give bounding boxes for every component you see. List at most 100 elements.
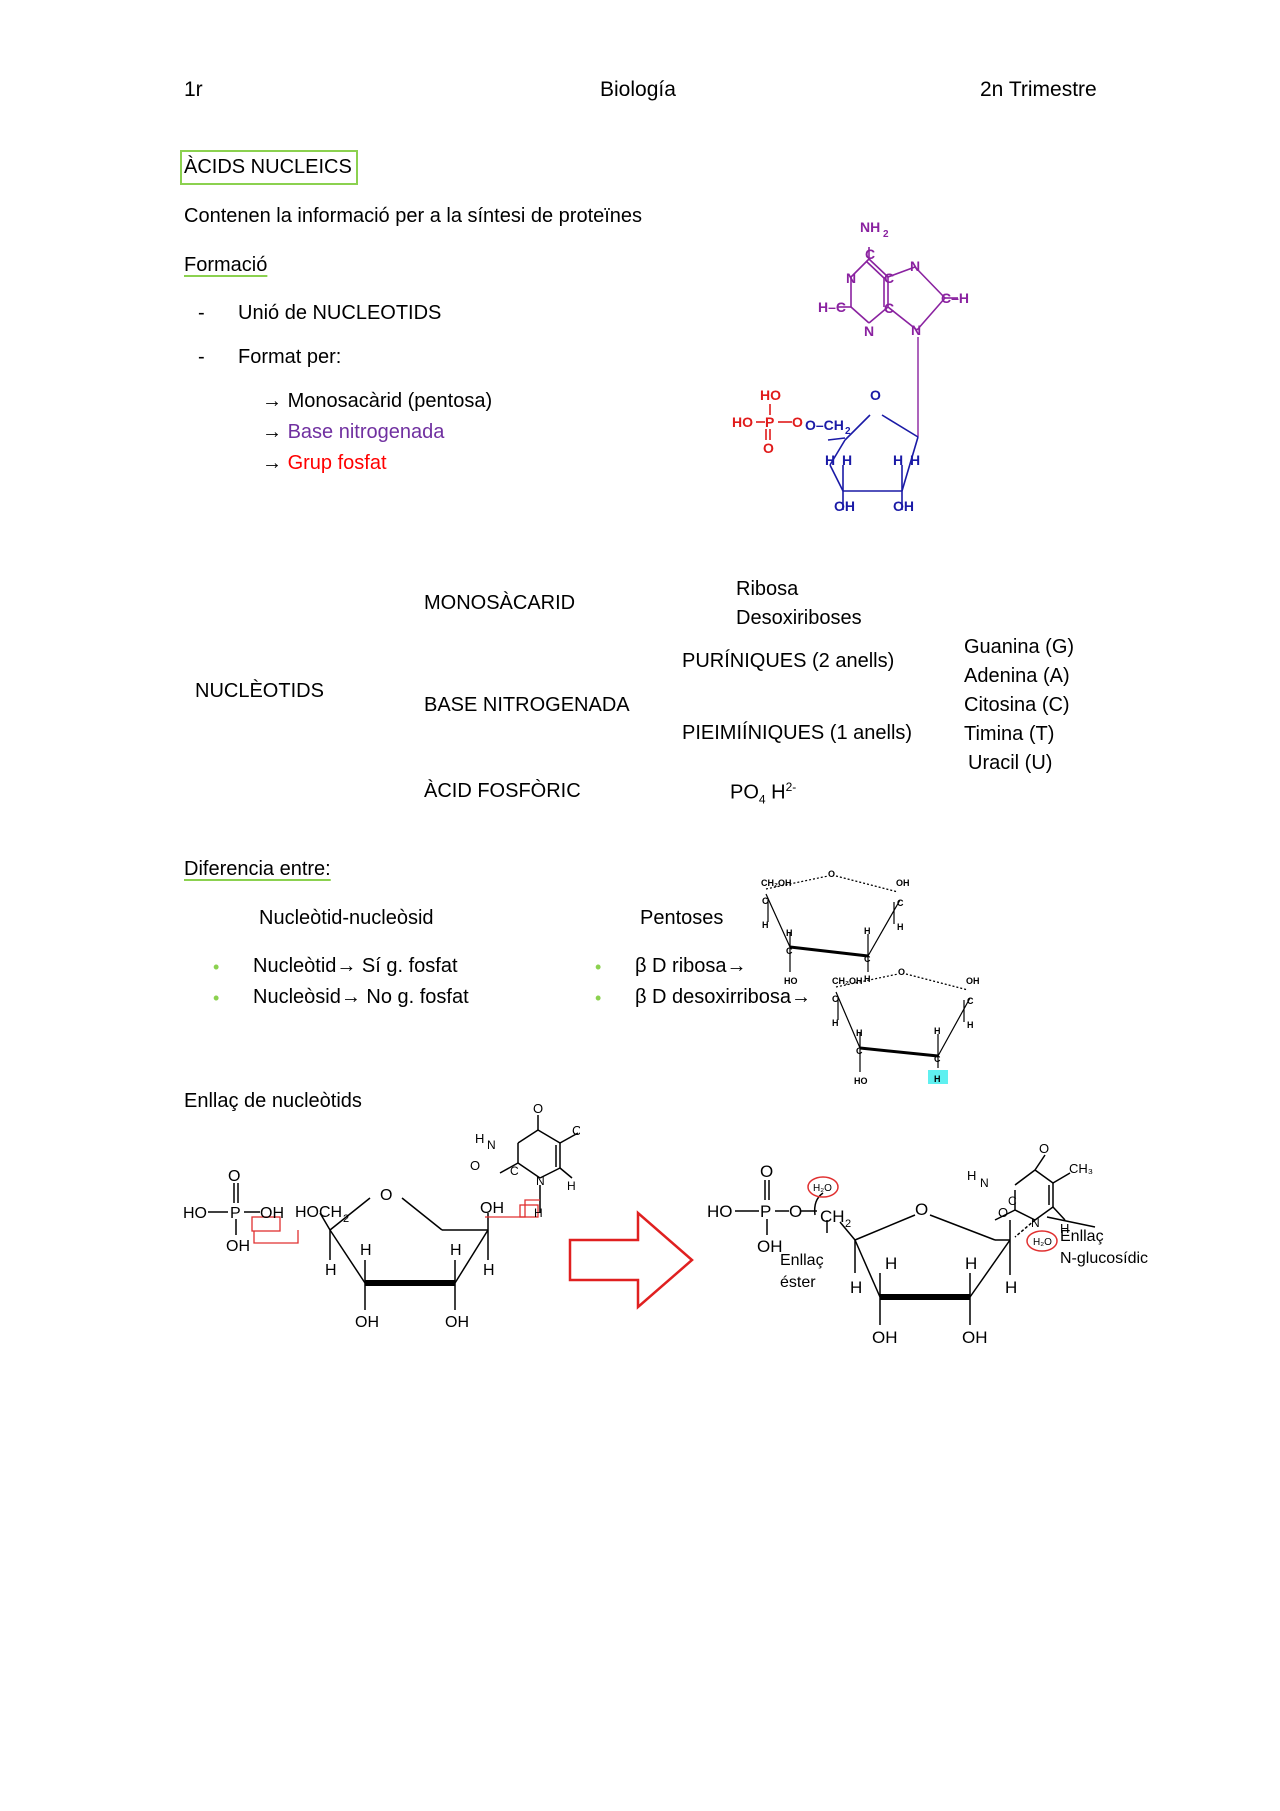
svg-text:N: N — [864, 323, 874, 339]
svg-text:N: N — [910, 258, 920, 274]
svg-text:H: H — [832, 1018, 839, 1028]
svg-text:H: H — [885, 1254, 897, 1273]
table-monosacarid: MONOSÀCARID — [424, 592, 576, 614]
svg-text:C: C — [884, 270, 894, 286]
svg-text:CH₂OH: CH₂OH — [761, 878, 792, 888]
svg-text:H: H — [864, 926, 871, 936]
svg-text:H: H — [534, 1206, 543, 1220]
enllac-ester-label: Enllaç éster — [780, 1252, 824, 1291]
svg-text:C: C — [510, 1164, 519, 1178]
svg-text:O: O — [789, 1202, 802, 1221]
bullet-marker: • — [595, 957, 602, 977]
base-guanina: Guanina (G) — [964, 636, 1075, 658]
svg-text:N: N — [911, 322, 921, 338]
table-base-nitrogenada: BASE NITROGENADA — [424, 694, 630, 716]
svg-text:H: H — [825, 452, 835, 468]
svg-text:2: 2 — [845, 1218, 851, 1230]
svg-text:H: H — [967, 1020, 974, 1030]
svg-text:C: C — [864, 954, 871, 964]
svg-text:N: N — [980, 1176, 989, 1190]
svg-text:C: C — [897, 898, 904, 908]
svg-text:C–H: C–H — [941, 290, 969, 306]
enllac-heading: Enllaç de nucleòtids — [184, 1090, 362, 1112]
svg-text:N: N — [846, 270, 856, 286]
svg-text:O: O — [998, 1205, 1008, 1220]
header-left: 1r — [184, 78, 203, 101]
svg-text:C: C — [856, 1046, 863, 1056]
base-uracil: Uracil (U) — [968, 752, 1053, 774]
svg-text:P: P — [760, 1202, 771, 1221]
svg-text:O–CH: O–CH — [805, 417, 844, 433]
svg-text:H: H — [934, 1074, 941, 1084]
svg-text:HO: HO — [732, 414, 753, 430]
bullet-marker: • — [213, 988, 220, 1008]
svg-text:H–C: H–C — [818, 299, 846, 315]
base-pirimidiniques: PIEIMIÍNIQUES (1 anells) — [682, 722, 913, 744]
dash-marker: - — [198, 302, 205, 324]
svg-text:C: C — [865, 246, 875, 262]
svg-text:OH: OH — [896, 878, 910, 888]
svg-text:2: 2 — [343, 1213, 349, 1225]
svg-text:O: O — [228, 1168, 240, 1185]
sub-item-base: → Base nitrogenada — [262, 421, 445, 443]
svg-text:H₂O: H₂O — [1033, 1237, 1052, 1248]
svg-text:C: C — [934, 1054, 941, 1064]
mono-option-ribosa: Ribosa — [736, 578, 799, 600]
header-right: 2n Trimestre — [980, 78, 1097, 101]
nucleotid-item: Nucleòtid→ Sí g. fosfat — [253, 955, 458, 977]
svg-text:O: O — [380, 1187, 392, 1204]
svg-text:HO: HO — [760, 387, 781, 403]
svg-text:H: H — [934, 1026, 941, 1036]
intro-text: Contenen la informació per a la síntesi … — [184, 205, 643, 227]
svg-text:N: N — [536, 1174, 545, 1188]
formacio-item-2: Format per: — [238, 346, 342, 368]
svg-text:O: O — [870, 387, 881, 403]
svg-text:H: H — [450, 1242, 462, 1259]
svg-text:H: H — [325, 1262, 337, 1279]
page-title: ÀCIDS NUCLEICS — [180, 150, 358, 185]
svg-text:HO: HO — [784, 976, 798, 986]
dash-marker: - — [198, 346, 205, 368]
svg-text:H: H — [965, 1254, 977, 1273]
svg-text:P: P — [765, 414, 774, 430]
svg-text:H: H — [475, 1131, 484, 1146]
bullet-marker: • — [595, 988, 602, 1008]
svg-text:P: P — [230, 1205, 241, 1222]
svg-text:C: C — [832, 994, 839, 1004]
svg-text:OH: OH — [226, 1238, 250, 1255]
svg-text:O: O — [760, 1162, 773, 1181]
svg-text:H: H — [1060, 1221, 1069, 1236]
diferencia-col1-title: Nucleòtid-nucleòsid — [259, 907, 434, 929]
svg-text:2: 2 — [845, 426, 851, 437]
svg-text:CH₃: CH₃ — [572, 1123, 580, 1138]
svg-text:2: 2 — [883, 229, 889, 240]
svg-text:O: O — [763, 440, 774, 456]
svg-text:O: O — [915, 1200, 928, 1219]
svg-text:H: H — [856, 1028, 863, 1038]
svg-text:H: H — [762, 920, 769, 930]
svg-text:H: H — [786, 928, 793, 938]
svg-text:C: C — [967, 996, 974, 1006]
svg-text:H: H — [1005, 1278, 1017, 1297]
svg-text:OH: OH — [966, 976, 980, 986]
svg-text:OH: OH — [757, 1237, 783, 1256]
svg-text:OH: OH — [962, 1328, 988, 1347]
base-puriniques: PURÍNIQUES (2 anells) — [682, 650, 895, 672]
diferencia-heading: Diferencia entre: — [184, 858, 331, 880]
svg-text:H: H — [850, 1278, 862, 1297]
bullet-marker: • — [213, 957, 220, 977]
svg-text:CH₂OH: CH₂OH — [832, 976, 863, 986]
reaction-arrow-icon — [568, 1210, 694, 1310]
svg-text:OH: OH — [834, 498, 855, 514]
svg-text:H: H — [910, 452, 920, 468]
svg-text:O: O — [533, 1101, 543, 1116]
svg-text:H: H — [483, 1262, 495, 1279]
ribosa-item: β D ribosa→ — [635, 955, 747, 977]
svg-text:H: H — [864, 974, 871, 984]
svg-text:N: N — [1031, 1216, 1040, 1230]
svg-text:OH: OH — [355, 1314, 379, 1331]
